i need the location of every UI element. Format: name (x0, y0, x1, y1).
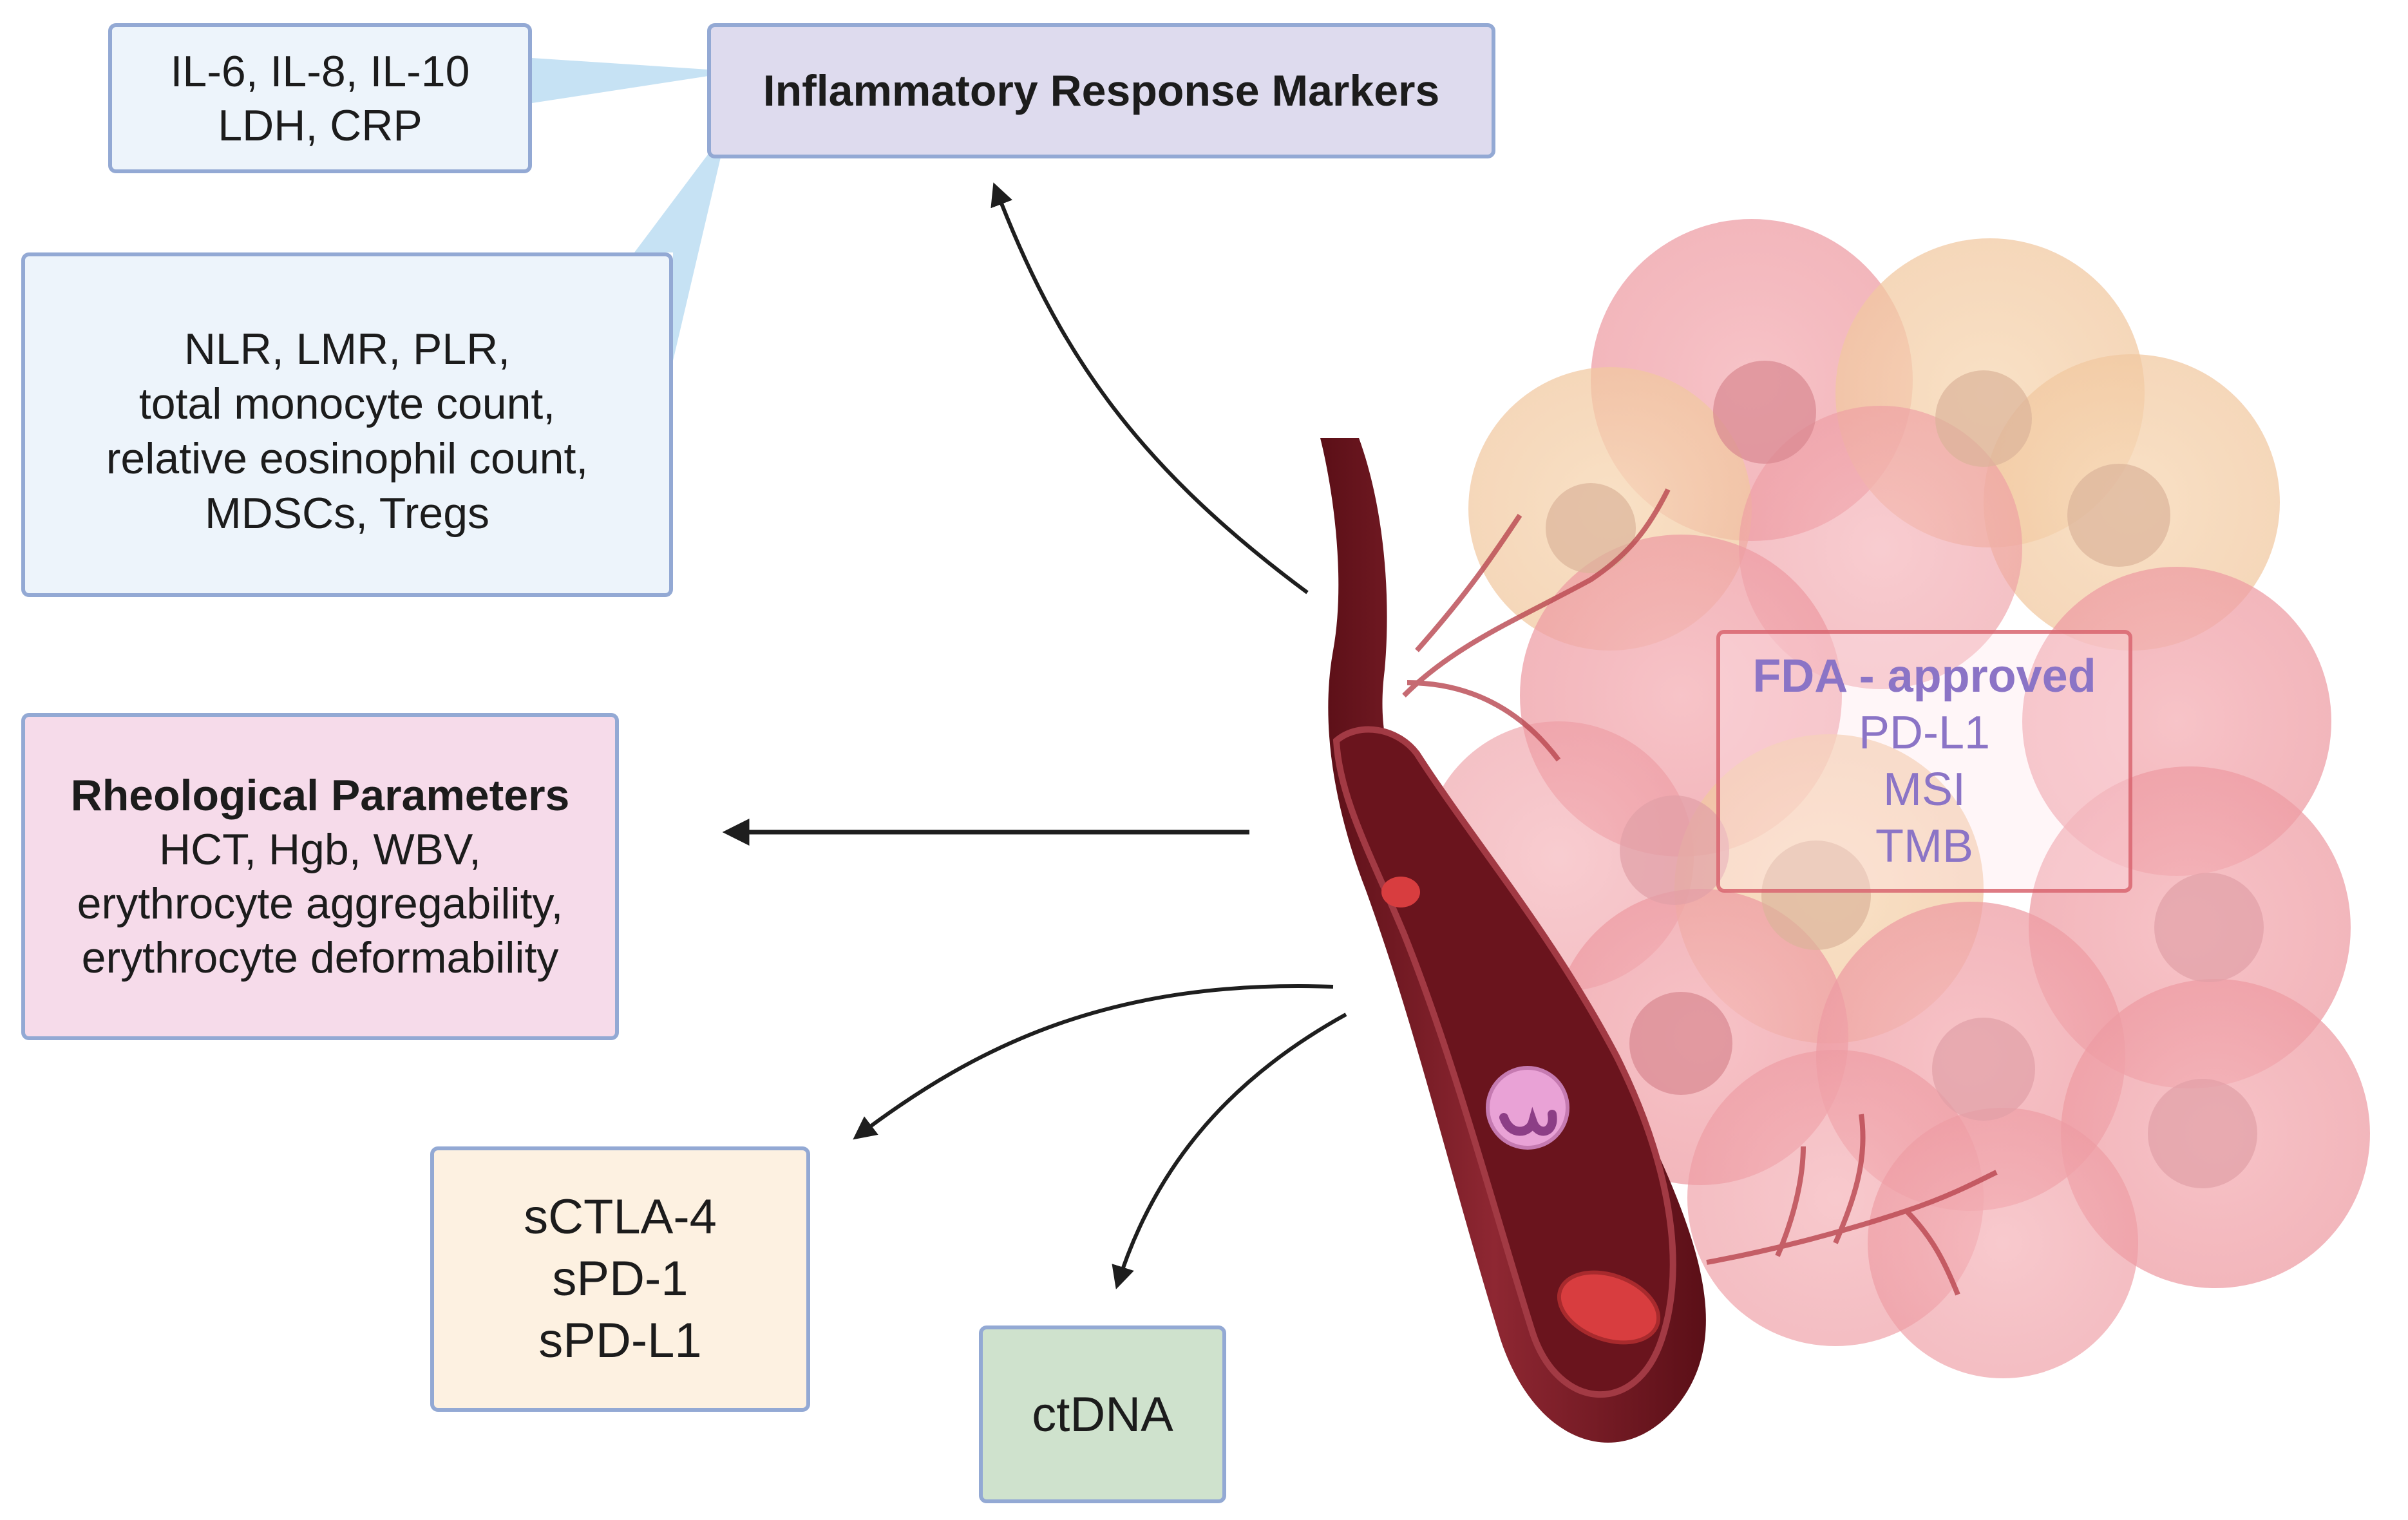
rheological-line-1: HCT, Hgb, WBV, (158, 825, 482, 874)
fda-title: FDA - approved (1752, 651, 2096, 702)
rheological-line-2: erythrocyte aggregability, (77, 879, 564, 928)
connector-wedge-cell-markers (634, 149, 721, 361)
soluble-line-3: sPD-L1 (538, 1313, 702, 1368)
inflammatory-markers-title: Inflammatory Response Markers (763, 66, 1440, 115)
white-blood-cell-nucleus (1499, 1107, 1557, 1136)
cell-nucleus (1546, 483, 1636, 573)
inflammatory-markers-box: Inflammatory Response Markers (707, 23, 1495, 158)
rheological-line-3: erythrocyte deformability (81, 933, 559, 982)
connector-wedge-cytokines (532, 58, 708, 103)
cell-nucleus (1620, 795, 1729, 905)
cell-nucleus (1713, 361, 1816, 464)
cell-nucleus (1761, 841, 1871, 950)
fda-line-2: MSI (1882, 764, 1966, 815)
cell-nucleus (2148, 1079, 2257, 1188)
soluble-line-2: sPD-1 (552, 1251, 688, 1306)
arrow-to-soluble (853, 984, 1334, 1140)
tumor-cell-cluster (1423, 219, 2370, 1378)
red-blood-cell (1381, 877, 1420, 907)
cell-markers-line-4: MDSCs, Tregs (204, 488, 490, 538)
cell-nucleus (1932, 1018, 2035, 1121)
fda-approved-box: FDA - approved PD-L1 MSI TMB (1716, 630, 2132, 893)
tumor-cell (1868, 1108, 2138, 1378)
soluble-line-1: sCTLA-4 (524, 1190, 717, 1244)
vessel-lumen (1332, 726, 1676, 1398)
cell-markers-box: NLR, LMR, PLR, total monocyte count, rel… (21, 252, 673, 597)
cytokine-line-2: LDH, CRP (218, 100, 422, 150)
rheological-parameters-box: Rheological Parameters HCT, Hgb, WBV, er… (21, 713, 619, 1040)
cell-nucleus (2154, 873, 2264, 982)
cytokine-markers-box: IL-6, IL-8, IL-10 LDH, CRP (108, 23, 532, 173)
arrow-to-inflammatory (991, 182, 1309, 594)
cell-nucleus (1935, 370, 2032, 467)
cell-nucleus (1629, 992, 1732, 1095)
arrow-to-ctdna (1112, 1012, 1347, 1289)
ctdna-label: ctDNA (1032, 1387, 1173, 1442)
fda-line-3: TMB (1875, 821, 1973, 872)
red-blood-cell (1557, 1270, 1661, 1345)
rheological-title: Rheological Parameters (70, 771, 570, 820)
cytokine-line-1: IL-6, IL-8, IL-10 (170, 46, 470, 96)
ctdna-box: ctDNA (979, 1325, 1226, 1503)
cell-markers-line-3: relative eosinophil count, (106, 433, 589, 483)
cell-markers-line-1: NLR, LMR, PLR, (184, 324, 511, 374)
fda-line-1: PD-L1 (1858, 707, 1991, 759)
cell-nucleus (2067, 464, 2170, 567)
cell-markers-line-2: total monocyte count, (138, 379, 556, 428)
capillary-branches (1402, 488, 1998, 1296)
soluble-checkpoint-box: sCTLA-4 sPD-1 sPD-L1 (430, 1146, 810, 1412)
